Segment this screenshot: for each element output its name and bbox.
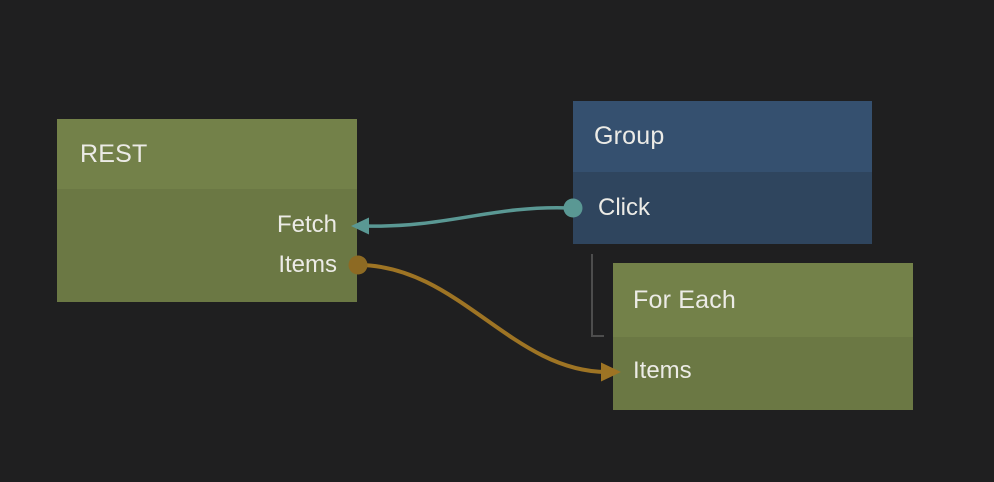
port-for-each-items-label: Items [633, 357, 692, 384]
port-for-each-items[interactable]: Items [613, 351, 913, 391]
wire-click-to-fetch[interactable] [364, 205, 573, 228]
node-rest-header[interactable]: REST [57, 119, 357, 189]
node-for-each-title: For Each [633, 285, 737, 314]
node-group-body[interactable]: Click [573, 172, 872, 244]
port-rest-items[interactable]: Items [57, 245, 357, 285]
node-group-title: Group [594, 122, 665, 150]
node-group-header[interactable]: Group [573, 101, 872, 172]
port-rest-fetch-label: Fetch [276, 211, 337, 238]
port-rest-fetch[interactable]: Fetch [57, 205, 357, 245]
port-group-click[interactable]: Click [573, 188, 872, 228]
group-child-link [591, 254, 604, 337]
node-group[interactable]: Group Click [573, 101, 872, 244]
wire-items-to-items[interactable] [356, 263, 609, 374]
node-for-each[interactable]: For Each Items [613, 263, 913, 410]
node-for-each-header[interactable]: For Each [613, 263, 913, 337]
node-rest-title: REST [80, 139, 148, 168]
node-rest-body[interactable]: Fetch Items [57, 189, 357, 302]
node-rest[interactable]: REST Fetch Items [57, 119, 357, 302]
port-rest-items-label: Items [278, 251, 337, 278]
port-group-click-label: Click [598, 194, 650, 221]
node-for-each-body[interactable]: Items [613, 337, 913, 410]
